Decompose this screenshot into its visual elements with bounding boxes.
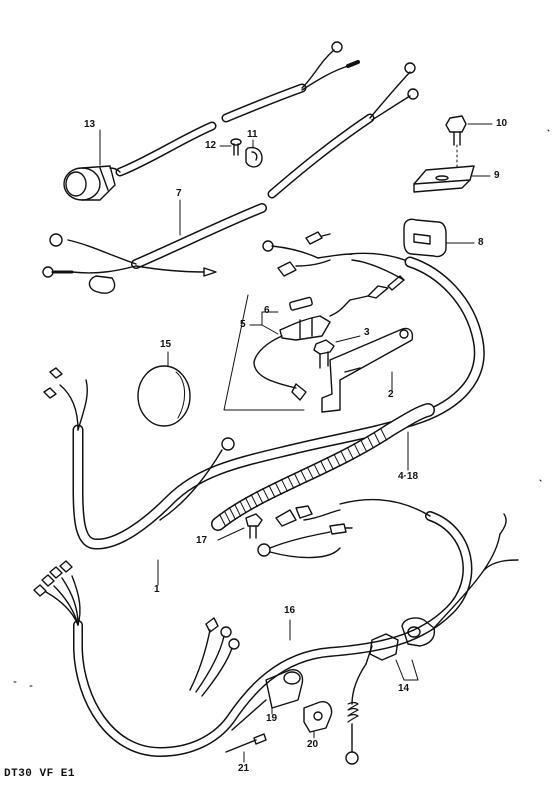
callout-16: 16 [284, 605, 296, 616]
stop-switch-14 [345, 513, 519, 765]
connector-cluster-upper [262, 231, 411, 301]
callout-1: 1 [154, 584, 160, 595]
spiral-ring [366, 435, 374, 449]
callout-11: 11 [247, 129, 258, 140]
socket-19 [231, 669, 304, 731]
cap-15 [137, 365, 191, 427]
callout-12: 12 [205, 140, 217, 151]
callout-13: 13 [84, 119, 96, 130]
drawing-code: DT30 VF E1 [4, 768, 76, 780]
spiral-ring [326, 457, 334, 471]
spiral-tube-4-18 [211, 403, 435, 531]
spiral-ring [313, 463, 321, 477]
callout-3: 3 [364, 327, 370, 338]
leader-5 [249, 311, 279, 335]
callout-10: 10 [496, 118, 508, 129]
callout-14: 14 [398, 683, 410, 694]
fuse-assembly-5 [253, 296, 351, 401]
spiral-ring [380, 427, 388, 441]
lead-wire-7 [42, 203, 267, 294]
plate-9 [413, 165, 475, 193]
spiral-ring [250, 494, 258, 508]
scan-specks [13, 129, 550, 687]
callout-6: 6 [264, 305, 270, 316]
pin-21 [225, 733, 267, 753]
callout-9: 9 [494, 170, 500, 181]
callout-17: 17 [196, 535, 208, 546]
spiral-ring [274, 481, 282, 495]
bracket-2 [321, 327, 414, 413]
spiral-ring [244, 497, 252, 511]
clip-20 [303, 701, 333, 733]
spiral-ring [280, 478, 288, 492]
callout-5: 5 [240, 319, 246, 330]
bolt-10 [445, 115, 467, 146]
leader-7-link [223, 294, 305, 411]
spiral-ring [306, 466, 314, 480]
spiral-ring [346, 446, 354, 460]
spiral-ring [373, 431, 381, 445]
spiral-ring [223, 510, 231, 524]
callout-4-18: 4·18 [398, 471, 419, 482]
callout-8: 8 [478, 237, 484, 248]
spiral-ring [228, 507, 236, 521]
spiral-ring [219, 513, 227, 527]
callout-7: 7 [176, 188, 182, 199]
spiral-ring [293, 472, 301, 486]
clamp-11 [245, 146, 263, 168]
spiral-ring [340, 450, 348, 464]
leader-17 [217, 527, 245, 541]
lead-wire-top [115, 41, 360, 177]
harness-16 [33, 498, 473, 757]
spiral-ring [333, 453, 341, 467]
spiral-ring [360, 439, 368, 453]
spiral-ring [287, 475, 295, 489]
spiral-ring [262, 487, 270, 501]
spiral-ring [268, 484, 276, 498]
screw-17 [245, 513, 263, 539]
leader-3 [335, 335, 361, 343]
callout-2: 2 [388, 389, 394, 400]
screw-12 [230, 138, 242, 156]
callout-19: 19 [266, 713, 278, 724]
bolt-3 [313, 339, 335, 369]
harness-upper-right [267, 62, 419, 199]
spiral-ring [234, 503, 242, 517]
spiral-ring [239, 500, 247, 514]
callout-21: 21 [238, 763, 250, 774]
switch-13 [63, 165, 121, 201]
leader-14 [395, 659, 419, 681]
spiral-ring [256, 490, 264, 504]
main-harness-1 [43, 256, 485, 550]
callout-20: 20 [307, 739, 319, 750]
callout-15: 15 [160, 339, 172, 350]
spiral-ring [353, 443, 361, 457]
spiral-ring [320, 460, 328, 474]
connector-cluster-lower [257, 505, 353, 559]
spiral-ring [300, 469, 308, 483]
grommet-8 [403, 218, 447, 258]
